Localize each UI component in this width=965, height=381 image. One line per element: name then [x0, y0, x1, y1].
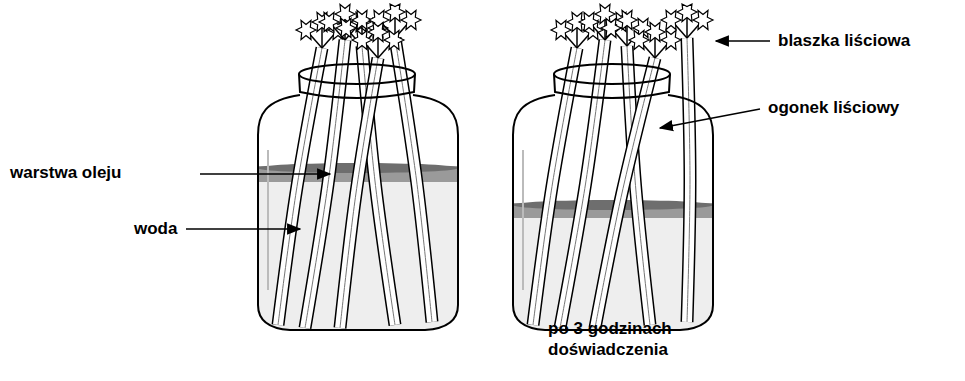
oil-layer-label: warstwa oleju — [10, 162, 121, 183]
leaf-blade — [384, 30, 404, 49]
leaf-blade — [645, 22, 665, 41]
jar-outline — [513, 95, 713, 330]
leaf-blade — [352, 30, 372, 49]
leaf-blade — [335, 4, 355, 23]
time-caption-label: po 3 godzinach doświadczenia — [548, 318, 688, 360]
leaf-stalk — [687, 38, 690, 322]
leader-arrows — [186, 41, 770, 229]
leaf-blade — [368, 22, 388, 41]
leaf-blade — [296, 20, 316, 39]
jar-after — [505, 4, 725, 340]
jar-before — [250, 4, 470, 340]
leaf-blade — [693, 10, 713, 29]
leaf-blade — [629, 30, 649, 49]
leaf-blade — [617, 10, 637, 29]
leaf-blade — [401, 10, 421, 29]
leaf-blade — [319, 12, 339, 31]
leaf-blade — [595, 4, 615, 23]
water-label: woda — [134, 218, 177, 239]
jar-outline — [258, 95, 458, 330]
leaf-blade-label: blaszka liściowa — [778, 30, 910, 51]
leaf-blade — [661, 30, 681, 49]
leaf-blade — [661, 10, 681, 29]
leaf-blade — [601, 18, 621, 37]
leaf-blade — [336, 18, 356, 37]
leaf-stalk-label: ogonek liściowy — [768, 97, 899, 118]
leaf-blade — [579, 12, 599, 31]
leaf-blade — [551, 20, 571, 39]
